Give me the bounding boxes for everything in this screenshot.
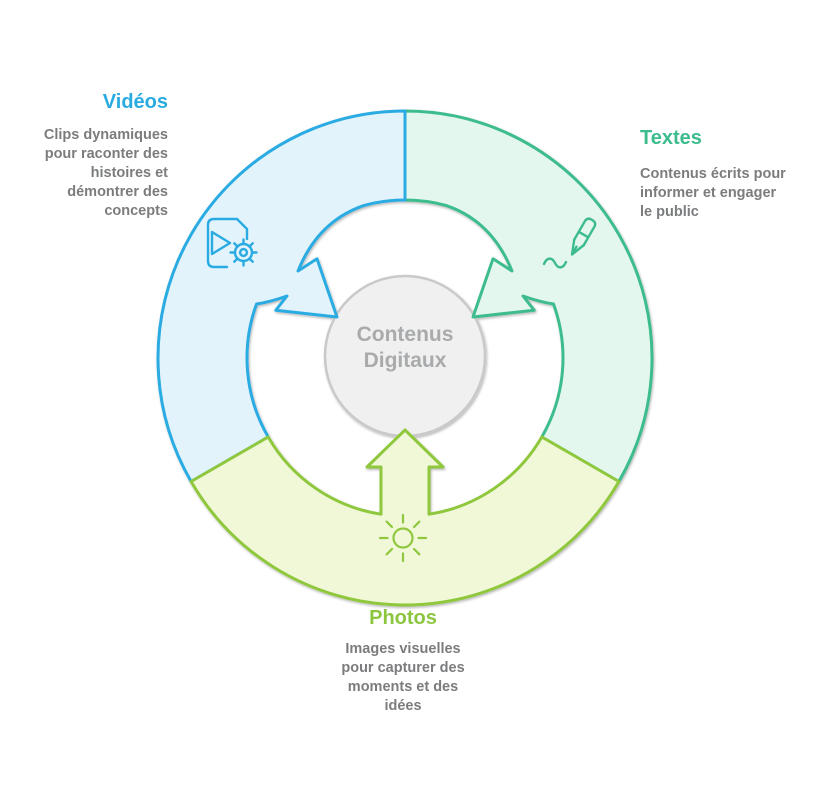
videos-title: Vidéos bbox=[102, 91, 168, 113]
textes-description: Contenus écrits pour informer et engager… bbox=[640, 166, 786, 220]
photos-description: Images visuelles pour capturer des momen… bbox=[341, 641, 465, 714]
textes-title: Textes bbox=[640, 127, 702, 149]
photos-title: Photos bbox=[369, 607, 437, 629]
video-file-gear-icon bbox=[206, 217, 258, 269]
pen-writing-icon bbox=[542, 217, 597, 269]
center-title: Contenus Digitaux bbox=[356, 323, 454, 372]
sun-icon bbox=[378, 513, 428, 563]
ring-segment-videos bbox=[156, 109, 407, 483]
ring-segment-photos bbox=[189, 428, 621, 607]
videos-description: Clips dynamiques pour raconter des histo… bbox=[43, 127, 168, 219]
ring-segment-textes bbox=[403, 109, 654, 483]
diagram-shapes bbox=[156, 109, 654, 607]
